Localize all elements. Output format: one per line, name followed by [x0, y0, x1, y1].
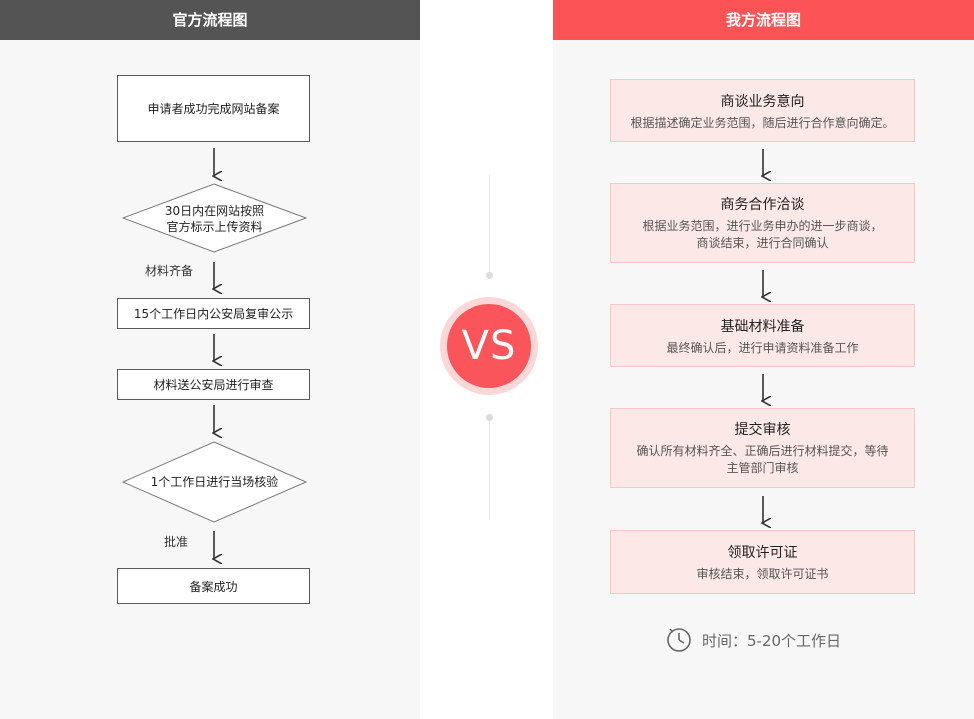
our-step-submit-desc-1: 确认所有材料齐全、正确后进行材料提交，等待	[636, 444, 889, 458]
our-step-negotiation-title: 商务合作洽谈	[720, 197, 805, 213]
our-step-materials-title: 基础材料准备	[720, 319, 805, 335]
official-flow-panel: 官方流程图 申请者成功完成网站备案 30日内在网站按照 官方标示上传资料 材料齐…	[0, 0, 420, 719]
vs-dot-top	[486, 272, 493, 279]
official-flow-header: 官方流程图	[0, 0, 420, 40]
step-filing-success: 备案成功	[117, 568, 310, 604]
vs-badge: VS	[447, 304, 531, 388]
vs-line-bottom	[489, 420, 490, 520]
time-estimate-text: 时间：5-20个工作日	[702, 631, 842, 650]
our-step-submit: 提交审核 确认所有材料齐全、正确后进行材料提交，等待 主管部门审核	[610, 408, 915, 488]
our-step-license: 领取许可证 审核结束，领取许可证书	[610, 530, 915, 594]
our-step-intent-title: 商谈业务意向	[720, 94, 805, 110]
step-site-filing: 申请者成功完成网站备案	[117, 75, 310, 142]
diamond-verify	[121, 441, 308, 523]
diamond-verify-text: 1个工作日进行当场核验	[150, 475, 279, 489]
label-approve: 批准	[164, 535, 189, 549]
clock-icon	[667, 628, 691, 652]
our-step-license-desc: 审核结束，领取许可证书	[696, 567, 829, 581]
vs-line-top	[489, 175, 490, 275]
time-estimate: 时间：5-20个工作日	[666, 627, 841, 653]
step-send-materials: 材料送公安局进行审查	[117, 369, 310, 400]
diamond-upload	[121, 183, 308, 253]
step-police-review: 15个工作日内公安局复审公示	[117, 298, 310, 329]
label-materials-ready: 材料齐备	[145, 264, 194, 278]
our-step-submit-title: 提交审核	[734, 422, 791, 438]
our-step-intent: 商谈业务意向 根据描述确定业务范围，随后进行合作意向确定。	[610, 79, 915, 142]
our-step-materials-desc: 最终确认后，进行申请资料准备工作	[666, 341, 859, 355]
our-step-submit-desc-2: 主管部门审核	[726, 461, 799, 475]
our-step-license-title: 领取许可证	[727, 545, 798, 561]
our-step-intent-desc: 根据描述确定业务范围，随后进行合作意向确定。	[630, 116, 895, 130]
our-step-negotiation: 商务合作洽谈 根据业务范围，进行业务申办的进一步商谈， 商谈结束，进行合同确认	[610, 183, 915, 263]
diamond-upload-text: 30日内在网站按照 官方标示上传资料	[123, 203, 306, 235]
our-step-negotiation-desc-1: 根据业务范围，进行业务申办的进一步商谈，	[642, 219, 883, 233]
diamond-upload-line2: 官方标示上传资料	[166, 220, 263, 234]
diamond-upload-line1: 30日内在网站按照	[164, 204, 265, 218]
official-flow-connectors	[121, 148, 308, 719]
our-step-negotiation-desc-2: 商谈结束，进行合同确认	[696, 236, 829, 250]
vs-dot-bottom	[486, 414, 493, 421]
our-flow-header: 我方流程图	[553, 0, 974, 40]
our-step-materials: 基础材料准备 最终确认后，进行申请资料准备工作	[610, 304, 915, 367]
